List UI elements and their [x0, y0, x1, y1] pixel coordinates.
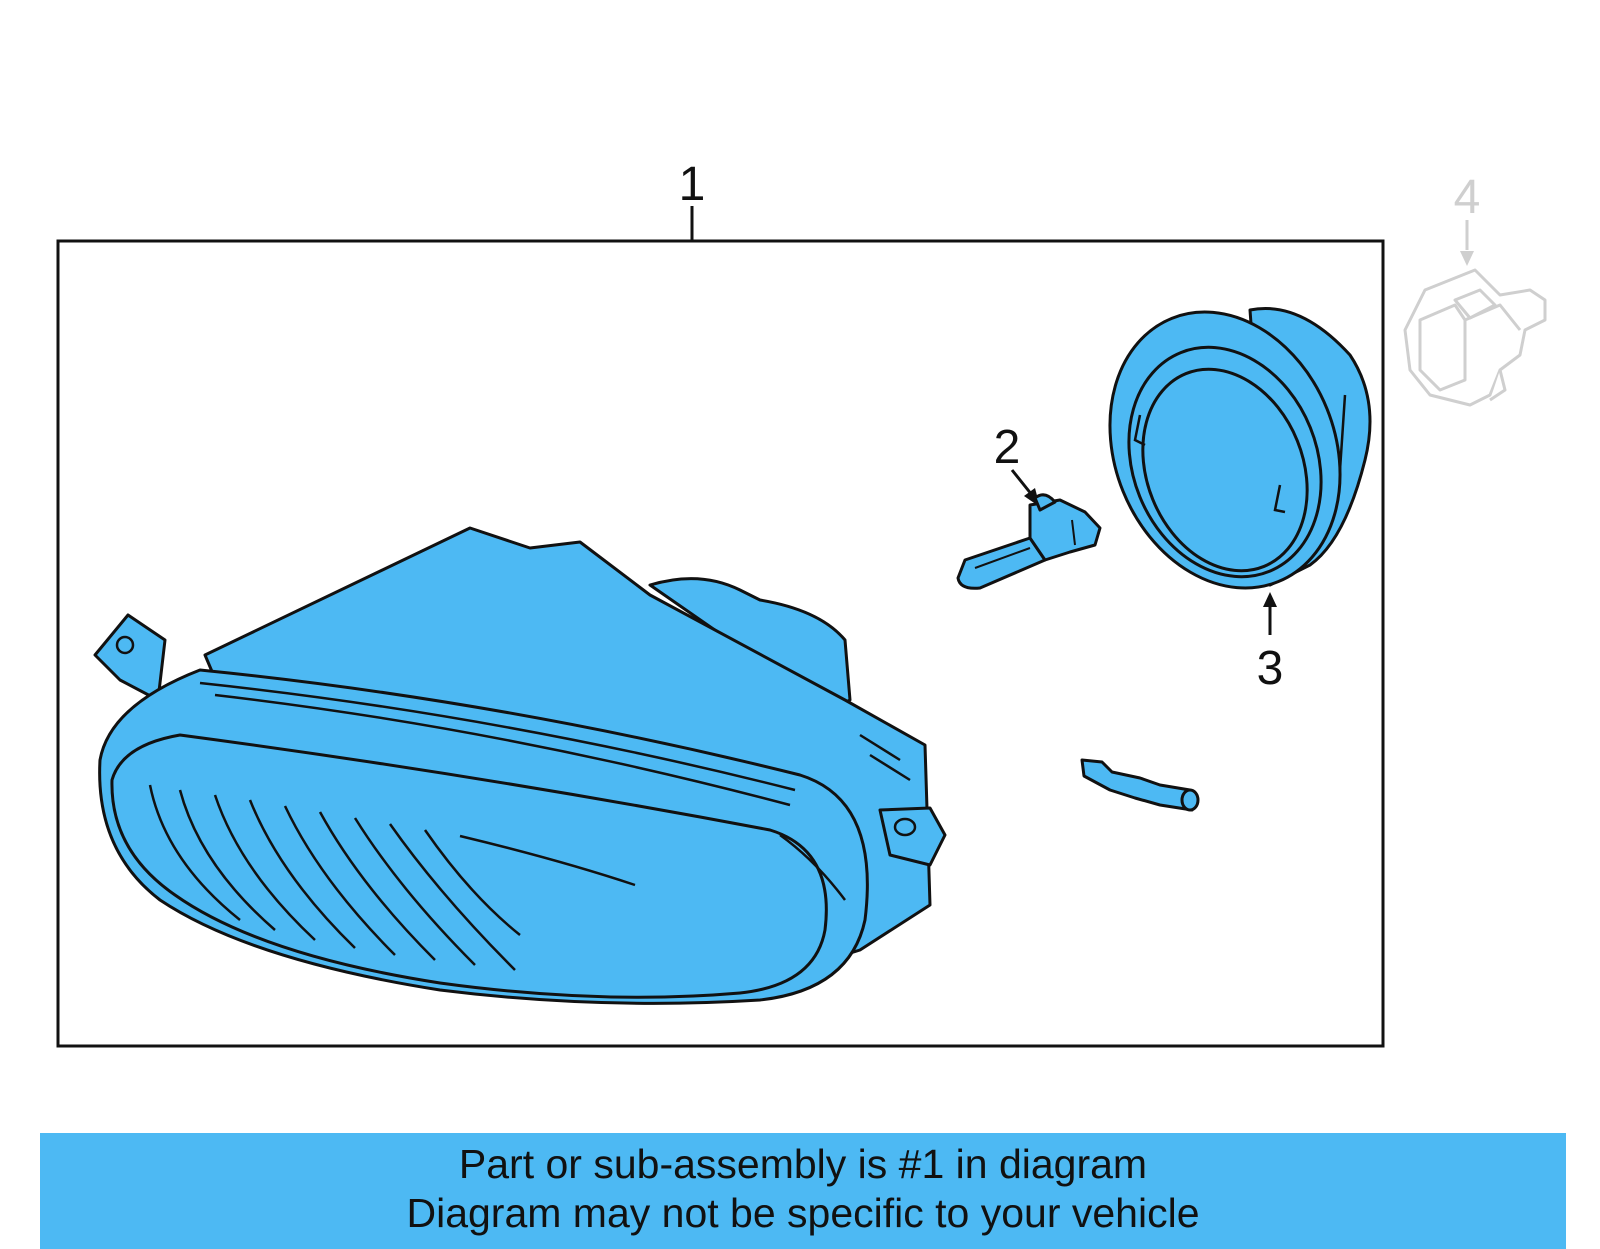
- socket-cap-detail-lines: [1133, 394, 1347, 514]
- callout-3-arrowhead: [1263, 592, 1277, 607]
- callout-2-leader: [1010, 469, 1034, 496]
- banner-line-2: Diagram may not be specific to your vehi…: [406, 1190, 1200, 1236]
- disclaimer-banner: Part or sub-assembly is #1 in diagram Di…: [40, 1133, 1566, 1249]
- wire-connector-part: [1080, 758, 1200, 812]
- callout-4-label[interactable]: 4: [1454, 171, 1481, 224]
- assembly-box: [56, 239, 1385, 1048]
- connector-part[interactable]: [1403, 268, 1547, 407]
- bulb-detail-lines: [974, 519, 1076, 569]
- callout-2-label[interactable]: 2: [994, 421, 1021, 474]
- banner-line-1: Part or sub-assembly is #1 in diagram: [458, 1141, 1148, 1187]
- fog-lamp-assembly[interactable]: [93, 526, 947, 1005]
- fog-lamp-detail-lines: [115, 635, 917, 971]
- callout-1-label[interactable]: 1: [679, 158, 706, 211]
- callout-4-arrowhead: [1460, 251, 1474, 266]
- bulb-part[interactable]: [956, 493, 1102, 590]
- socket-cap-part[interactable]: [1070, 277, 1380, 623]
- callout-3-label[interactable]: 3: [1257, 642, 1284, 695]
